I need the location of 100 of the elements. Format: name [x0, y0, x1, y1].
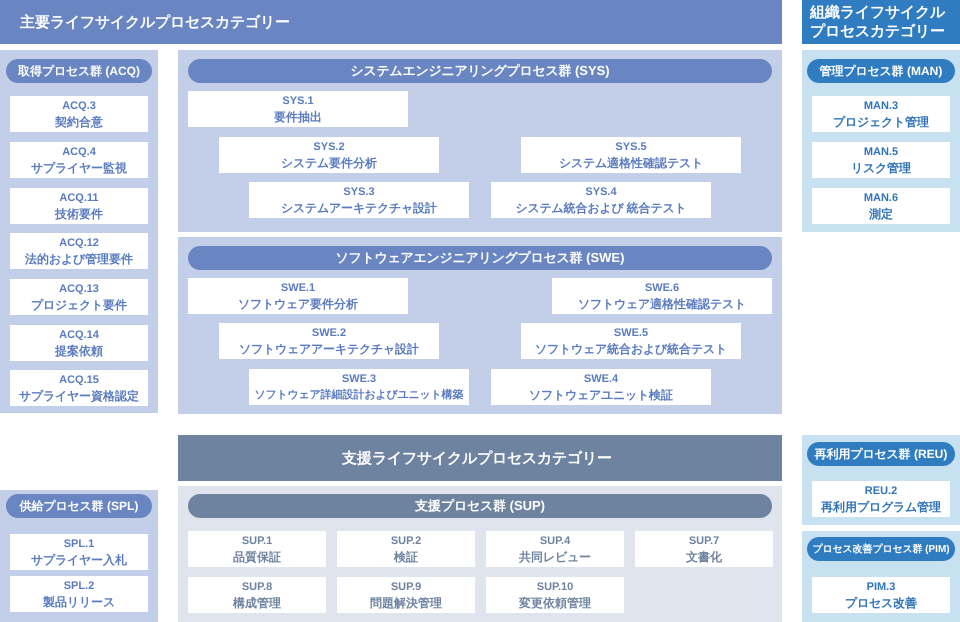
process-name: サプライヤー入札: [31, 552, 127, 568]
process-box: [10, 188, 148, 224]
process-id: SWE.5: [614, 326, 648, 341]
process-group-panel: [178, 486, 782, 622]
process-name: システム適格性確認テスト: [559, 155, 703, 171]
process-id: SWE.1: [280, 281, 316, 296]
process-box: [521, 137, 741, 173]
process-id: MAN.3: [864, 99, 898, 114]
process-id: SUP.7: [688, 534, 720, 549]
process-id: SUP.4: [540, 534, 570, 549]
process-id: MAN.5: [864, 145, 898, 160]
process-box: [10, 279, 148, 315]
process-name: 契約合意: [55, 114, 103, 130]
process-group-panel: [0, 50, 158, 413]
process-name: 提案依頼: [55, 343, 103, 359]
process-name: 変更依頼管理: [519, 595, 591, 611]
process-name: システム統合および 統合テスト: [515, 200, 687, 216]
process-id: SWE.4: [584, 372, 618, 387]
process-name: プロセス改善: [845, 595, 917, 611]
group-heading: 供給プロセス群 (SPL): [6, 494, 152, 518]
process-box: [552, 278, 772, 314]
process-id: SYS.5: [615, 140, 647, 155]
process-name: 問題解決管理: [370, 595, 442, 611]
process-name: 製品リリース: [43, 594, 115, 610]
process-box: [10, 142, 148, 178]
process-group-panel: [178, 50, 782, 232]
group-heading: 支援プロセス群 (SUP): [188, 494, 772, 518]
process-id: ACQ.12: [59, 236, 99, 251]
group-heading: ソフトウェアエンジニアリングプロセス群 (SWE): [188, 246, 772, 270]
process-id: SPL.2: [64, 579, 94, 594]
process-id: SUP.1: [242, 534, 272, 549]
process-box: [491, 182, 711, 218]
process-id: SUP.10: [536, 580, 574, 595]
process-group-panel: [802, 435, 960, 525]
process-id: SWE.3: [342, 372, 376, 387]
process-box: [10, 576, 148, 612]
process-id: SYS.2: [313, 140, 345, 155]
process-id: SWE.6: [644, 281, 680, 296]
process-name: システムアーキテクチャ設計: [281, 200, 437, 216]
process-box: [635, 531, 773, 567]
process-box: [491, 369, 711, 405]
process-id: SUP.8: [242, 580, 272, 595]
process-box: [812, 481, 950, 517]
process-name: 再利用プログラム管理: [821, 499, 941, 515]
process-name: 技術要件: [55, 206, 103, 222]
process-box: [188, 91, 408, 127]
process-box: [10, 534, 148, 570]
process-name: 文書化: [686, 549, 722, 565]
process-box: [812, 96, 950, 132]
process-name: システム要件分析: [281, 155, 377, 171]
group-heading: 管理プロセス群 (MAN): [807, 59, 955, 83]
process-name: ソフトウェアアーキテクチャ設計: [239, 341, 419, 357]
process-name: 要件抽出: [274, 109, 322, 125]
process-id: SPL.1: [64, 537, 94, 552]
process-name: サプライヤー資格認定: [19, 388, 139, 404]
process-box: [10, 370, 148, 406]
process-id: ACQ.14: [59, 328, 99, 343]
category-banner: 組織ライフサイクルプロセスカテゴリー: [802, 0, 960, 44]
process-id: SWE.2: [312, 326, 346, 341]
process-name: ソフトウェアユニット検証: [529, 387, 673, 403]
process-name: プロジェクト要件: [31, 297, 127, 313]
process-box: [337, 531, 475, 567]
process-box: [486, 577, 624, 613]
group-heading: 取得プロセス群 (ACQ): [6, 59, 152, 83]
process-id: REU.2: [864, 484, 898, 499]
process-name: 品質保証: [233, 549, 281, 565]
process-name: 構成管理: [233, 595, 281, 611]
process-group-panel: [802, 50, 960, 232]
process-box: [188, 278, 408, 314]
process-box: [812, 142, 950, 178]
process-box: [521, 323, 741, 359]
process-id: SYS.4: [585, 185, 617, 200]
process-id: ACQ.13: [59, 282, 99, 297]
process-box: [10, 233, 148, 269]
process-group-panel: [0, 490, 158, 622]
process-box: [812, 577, 950, 613]
process-group-panel: [178, 237, 782, 414]
process-box: [10, 96, 148, 132]
process-name: 法的および管理要件: [25, 251, 133, 267]
process-box: [249, 182, 469, 218]
process-box: [219, 323, 439, 359]
process-name: サプライヤー監視: [31, 160, 127, 176]
process-id: SUP.2: [390, 534, 422, 549]
group-heading: 再利用プロセス群 (REU): [807, 442, 955, 466]
process-id: ACQ.11: [59, 191, 99, 206]
process-id: ACQ.4: [62, 145, 96, 160]
category-banner: 支援ライフサイクルプロセスカテゴリー: [178, 435, 782, 481]
process-name: ソフトウェア詳細設計およびユニット構築: [254, 388, 464, 403]
process-name: ソフトウェア要件分析: [238, 296, 358, 312]
process-box: [219, 137, 439, 173]
group-heading: システムエンジニアリングプロセス群 (SYS): [188, 59, 772, 83]
process-id: ACQ.15: [59, 373, 99, 388]
process-id: SUP.9: [390, 580, 422, 595]
group-heading: プロセス改善プロセス群 (PIM): [807, 537, 955, 561]
process-box: [188, 531, 326, 567]
process-id: SYS.1: [282, 94, 314, 109]
process-id: PIM.3: [866, 580, 896, 595]
process-name: 共同レビュー: [519, 549, 591, 565]
process-box: [486, 531, 624, 567]
process-id: MAN.6: [864, 191, 898, 206]
